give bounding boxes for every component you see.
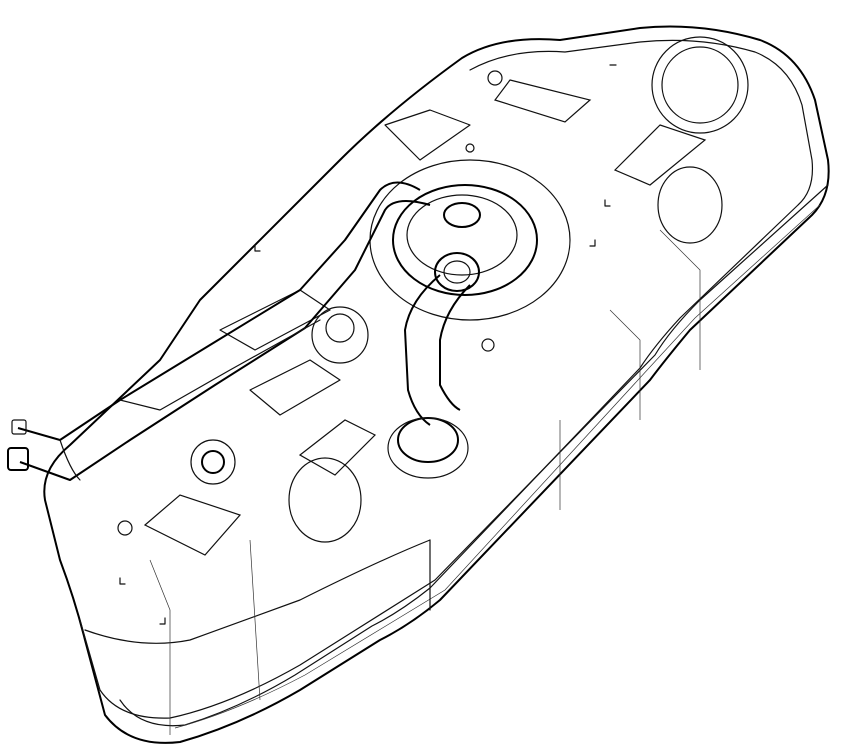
tank-outer-outline: [43, 25, 830, 744]
valve-dome: [311, 306, 369, 364]
mount-pad: [494, 79, 592, 123]
pump-connector: [443, 202, 481, 228]
mount-pad: [298, 419, 377, 476]
small-boss: [465, 143, 475, 153]
recess-panel: [219, 289, 331, 351]
dome-bulge: [288, 457, 362, 543]
tank-side-ridge: [149, 229, 701, 735]
mount-pad: [613, 124, 707, 186]
pump-flange: [406, 194, 518, 276]
recess-panel: [384, 109, 471, 161]
alignment-mark: [119, 64, 617, 625]
filler-neck-opening: [434, 252, 480, 292]
dome-bulge: [657, 166, 723, 244]
tank-lower-seam-2: [174, 204, 821, 729]
drain-cap: [190, 439, 236, 485]
valve-dome-inner: [325, 313, 355, 343]
line-connector: [7, 447, 29, 471]
access-port-top: [651, 36, 749, 134]
recess-panel: [249, 359, 341, 416]
pump-lock-ring: [392, 184, 538, 296]
tank-inner-rim: [119, 39, 814, 727]
access-port-top-inner: [661, 46, 739, 124]
filler-neck-inner: [443, 260, 471, 284]
vent-line: [59, 319, 321, 481]
mount-pad: [143, 494, 242, 556]
pump-recess: [369, 159, 571, 321]
line-connector: [11, 419, 27, 435]
filler-base: [387, 417, 469, 479]
small-boss: [481, 338, 495, 352]
fuel-line: [17, 181, 421, 441]
drain-cap-inner: [201, 450, 225, 474]
small-boss: [117, 520, 133, 536]
filler-hose: [404, 274, 471, 426]
fuel-line: [19, 200, 431, 481]
tank-bottom-edge: [84, 539, 431, 644]
small-boss: [487, 70, 503, 86]
tank-lower-seam: [79, 184, 829, 719]
